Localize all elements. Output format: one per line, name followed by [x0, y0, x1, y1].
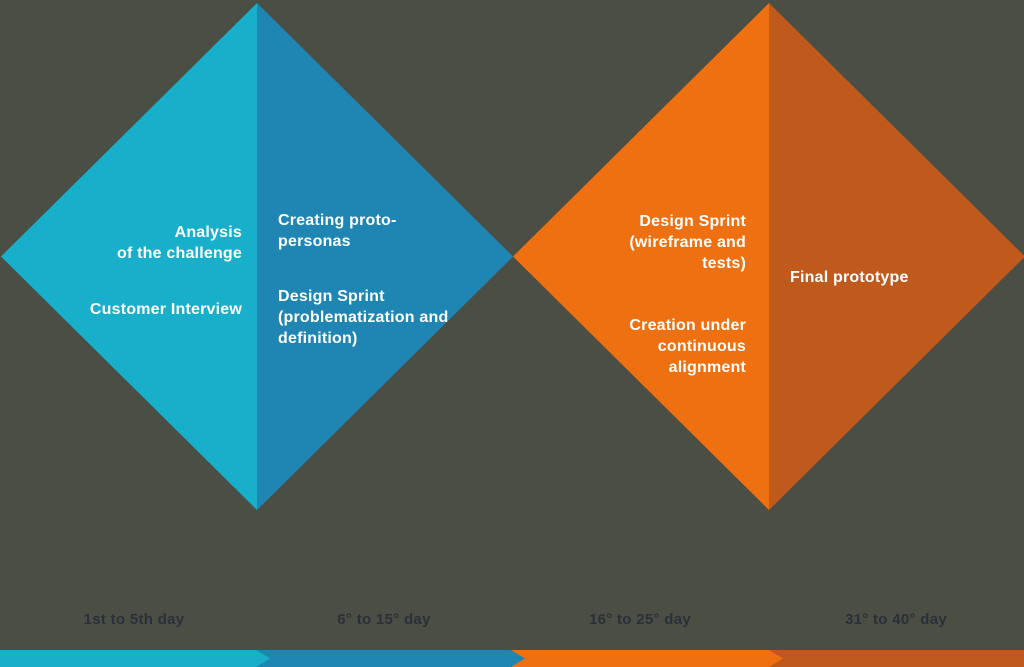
- phase2-line-design-sprint: Design Sprint (problematization and defi…: [278, 288, 449, 347]
- phase1-text: Analysis of the challenge Customer Inter…: [0, 201, 242, 341]
- phase1-line-customer-interview: Customer Interview: [89, 301, 242, 318]
- phase3-line-creation: Creation under continuous alignment: [629, 317, 746, 376]
- diamond-1: [1, 3, 513, 510]
- arrow-segment-1: [0, 650, 270, 667]
- phase2-text: Creating proto- personas Design Sprint (…: [278, 189, 528, 370]
- timeline-label-4: 31° to 40° day: [844, 611, 948, 628]
- phase3-text: Design Sprint (wireframe and tests) Crea…: [496, 190, 746, 399]
- phase1-line-analysis: Analysis of the challenge: [117, 224, 242, 262]
- phase4-line-final-prototype: Final prototype: [790, 269, 909, 286]
- diamond-2: [513, 3, 1024, 510]
- timeline-label-2: 6° to 15° day: [337, 611, 431, 628]
- arrow-segment-4: [769, 650, 1024, 667]
- phase4-text: Final prototype: [790, 246, 1024, 309]
- phase3-line-design-sprint: Design Sprint (wireframe and tests): [629, 213, 746, 272]
- timeline-label-3: 16° to 25° day: [588, 611, 692, 628]
- arrow-segment-2: [255, 650, 525, 667]
- arrow-segment-3: [512, 650, 783, 667]
- timeline-label-1: 1st to 5th day: [83, 611, 185, 628]
- phase2-line-proto-personas: Creating proto- personas: [278, 212, 397, 250]
